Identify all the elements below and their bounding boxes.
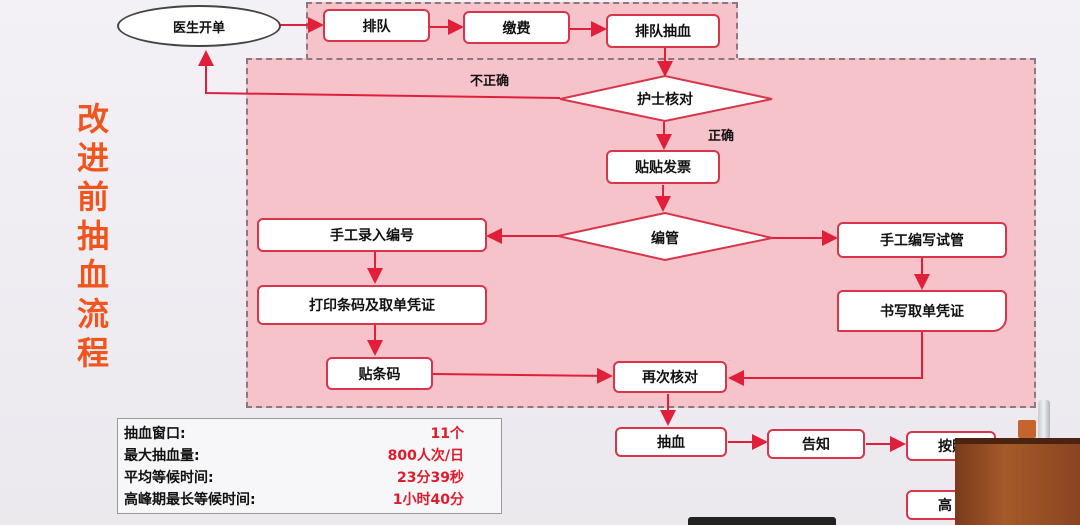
- node-queue: 排队: [323, 9, 430, 42]
- stat-row: 平均等候时间: 23分39秒: [124, 467, 494, 487]
- screen-bottom-bar: [688, 517, 836, 525]
- side-title-char: 流: [76, 295, 109, 333]
- side-title: 改 进 前 抽 血 流 程: [68, 100, 118, 373]
- side-title-char: 血: [76, 256, 109, 294]
- node-next-partial-2-label: 高: [938, 498, 952, 514]
- stat-value: 800人次/日: [387, 448, 464, 464]
- node-recheck: 再次核对: [613, 361, 727, 393]
- edge-label-correct: 正确: [708, 129, 735, 144]
- side-title-char: 抽: [76, 217, 109, 255]
- stat-label: 最大抽血量:: [124, 448, 200, 464]
- stat-label: 平均等候时间:: [124, 470, 214, 486]
- stat-value: 11个: [430, 426, 464, 442]
- stat-value: 23分39秒: [397, 470, 464, 486]
- nurse-check-diamond: [559, 74, 773, 123]
- nurse-check-label: 护士核对: [637, 92, 693, 108]
- node-pay: 缴费: [463, 11, 570, 44]
- node-manual-entry: 手工录入编号: [257, 218, 487, 252]
- node-write-voucher: 书写取单凭证: [837, 290, 1007, 332]
- stat-label: 高峰期最长等候时间:: [124, 492, 256, 508]
- numbering-diamond: [557, 211, 773, 262]
- node-stick-invoice: 贴贴发票: [606, 150, 720, 184]
- side-title-char: 改: [76, 100, 109, 138]
- cup-object: [1018, 420, 1036, 438]
- node-manual-write-tube: 手工编写试管: [837, 222, 1007, 258]
- stat-row: 抽血窗口: 11个: [124, 423, 494, 443]
- stat-label: 抽血窗口:: [124, 426, 186, 442]
- side-title-char: 前: [76, 178, 109, 216]
- start-node: 医生开单: [117, 5, 281, 47]
- node-print-barcode: 打印条码及取单凭证: [257, 285, 487, 325]
- stat-row: 最大抽血量: 800人次/日: [124, 445, 494, 465]
- node-notify: 告知: [767, 429, 865, 459]
- node-queue-draw: 排队抽血: [606, 14, 720, 48]
- side-title-char: 程: [76, 334, 109, 372]
- node-draw-blood: 抽血: [615, 427, 727, 457]
- stat-row: 高峰期最长等候时间: 1小时40分: [124, 489, 494, 509]
- edge-label-incorrect: 不正确: [470, 74, 510, 89]
- stats-panel: 抽血窗口: 11个 最大抽血量: 800人次/日 平均等候时间: 23分39秒 …: [117, 418, 502, 514]
- node-stick-barcode: 贴条码: [326, 357, 433, 390]
- bottle-object: [1038, 400, 1050, 438]
- numbering-label: 编管: [651, 231, 679, 247]
- stat-value: 1小时40分: [392, 492, 464, 508]
- side-title-char: 进: [76, 139, 109, 177]
- wooden-podium: [955, 438, 1080, 525]
